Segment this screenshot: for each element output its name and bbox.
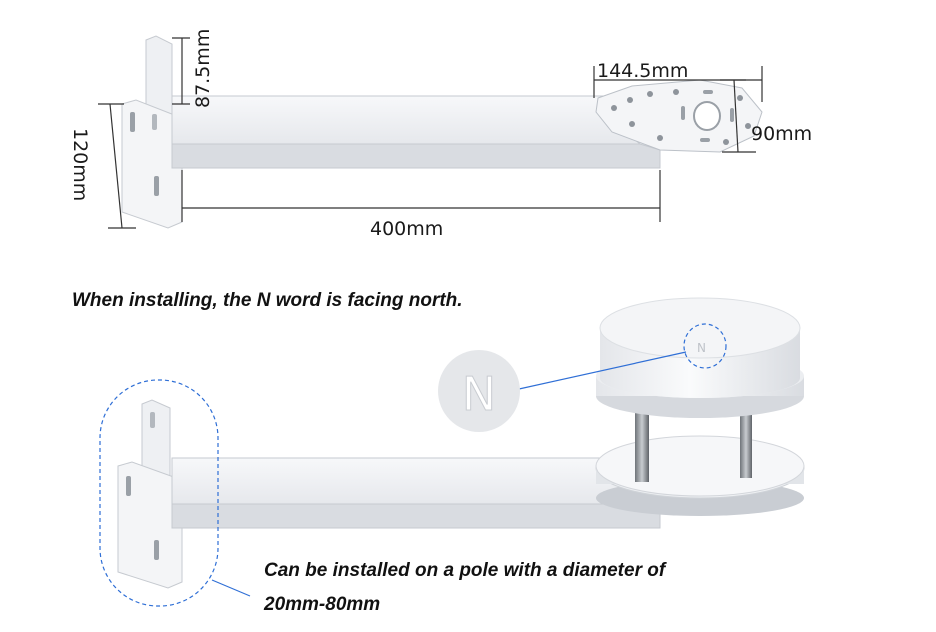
flange-hole <box>723 139 729 145</box>
callouts <box>99 323 727 607</box>
support-rod <box>740 410 752 478</box>
plate-slot <box>150 412 155 428</box>
flange-hole <box>627 97 633 103</box>
sensor-head-lower-edge <box>600 358 800 398</box>
sensor-n-engraving: N <box>697 341 706 355</box>
flange-hole <box>657 135 663 141</box>
support-rod <box>635 410 649 482</box>
wind-sensor: N <box>595 297 805 516</box>
flange-slot <box>681 106 685 120</box>
plate-slot <box>130 112 135 132</box>
plate-slot <box>152 114 157 130</box>
flange-plate <box>595 79 763 153</box>
install-orientation-note: When installing, the N word is facing no… <box>72 290 463 311</box>
flange-slot <box>730 108 734 122</box>
label-bracket-height: 87.5mm <box>192 29 214 108</box>
dimension-lines <box>98 37 763 229</box>
pole-note-line-1: Can be installed on a pole with a diamet… <box>264 560 666 581</box>
bracket-bottom <box>117 399 661 589</box>
pole-callout-leader <box>211 579 251 597</box>
flange-hole <box>647 91 653 97</box>
plate-slot <box>154 176 159 196</box>
arm-side-face <box>171 143 661 169</box>
flange-hole <box>611 105 617 111</box>
flange-center-hole <box>693 101 721 131</box>
flange-hole <box>737 95 743 101</box>
flange-slot <box>700 138 710 142</box>
plate-slot <box>126 476 131 496</box>
sensor-base-top <box>595 435 805 497</box>
flange-hole <box>745 123 751 129</box>
n-callout-leader <box>518 351 687 390</box>
bracket-top <box>121 35 763 229</box>
n-magnifier-letter: N <box>462 367 496 421</box>
label-flange-width: 144.5mm <box>597 60 688 82</box>
wall-plate <box>117 461 183 589</box>
pole-clamp-highlight <box>99 379 219 607</box>
n-magnifier-circle <box>438 350 520 432</box>
flange-hole <box>629 121 635 127</box>
label-flange-depth: 90mm <box>751 123 812 145</box>
n-mark-highlight <box>683 323 727 369</box>
label-plate-height: 120mm <box>69 128 91 201</box>
pole-note-line-2: 20mm-80mm <box>264 594 381 615</box>
sensor-head-top <box>599 297 801 359</box>
arm-top-face <box>171 95 661 145</box>
label-arm-length: 400mm <box>370 218 443 240</box>
arm-side-face <box>171 503 661 529</box>
plate-slot <box>154 540 159 560</box>
flange-hole <box>673 89 679 95</box>
arm-top-face <box>171 457 661 505</box>
n-magnifier: N <box>438 350 520 432</box>
flange-slot <box>703 90 713 94</box>
pole-diameter-note: Can be installed on a pole with a diamet… <box>264 554 665 622</box>
